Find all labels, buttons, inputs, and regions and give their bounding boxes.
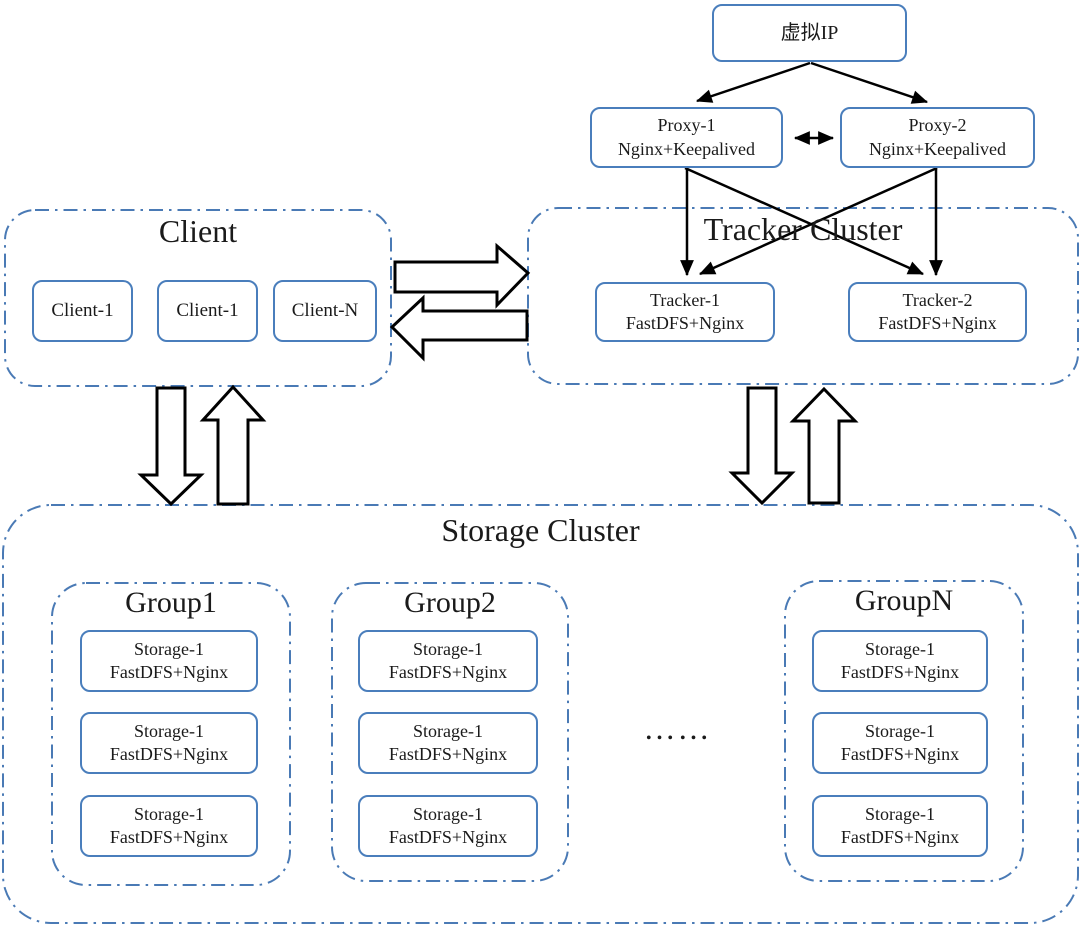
group-2-title: Group2 [404,586,496,619]
client-to-storage-down-block-arrow [137,386,205,507]
storage-name: Storage-1 [865,803,935,824]
storage-stack: FastDFS+Nginx [388,744,508,764]
storage-name: Storage-1 [413,803,483,824]
vip-to-proxy1-arrow [695,61,811,103]
storage-cluster-title: Storage Cluster [441,512,640,548]
group2-storage-1-node: Storage-1 FastDFS+Nginx [358,630,538,692]
group1-storage-1-node: Storage-1 FastDFS+Nginx [80,630,258,692]
tracker-cluster-title: Tracker Cluster [703,211,903,247]
proxy-2-node: Proxy-2 Nginx+Keepalived [840,107,1035,168]
proxy1-to-tracker2-arrow [684,166,924,276]
storage-stack: FastDFS+Nginx [109,662,229,682]
tracker-1-node: Tracker-1 FastDFS+Nginx [595,282,775,342]
storage-stack: FastDFS+Nginx [388,827,508,847]
client-n-label: Client-N [291,299,359,321]
storage-name: Storage-1 [134,638,204,659]
client-cluster-title: Client [158,213,238,249]
group2-storage-3-node: Storage-1 FastDFS+Nginx [358,795,538,857]
storage-stack: FastDFS+Nginx [109,744,229,764]
storage-name: Storage-1 [865,720,935,741]
groupN-storage-1-node: Storage-1 FastDFS+Nginx [812,630,988,692]
storage-to-client-up-block-arrow [199,384,267,506]
storage-name: Storage-1 [413,638,483,659]
proxy-2-stack: Nginx+Keepalived [868,138,1007,159]
groupN-outline [784,580,1024,882]
proxy2-to-tracker1-arrow [699,166,938,276]
storage-stack: FastDFS+Nginx [109,827,229,847]
storage-name: Storage-1 [134,803,204,824]
group1-storage-2-node: Storage-1 FastDFS+Nginx [80,712,258,774]
storage-name: Storage-1 [413,720,483,741]
storage-name: Storage-1 [865,638,935,659]
tracker-2-name: Tracker-2 [902,289,973,310]
client-cluster-outline [4,209,392,387]
client-2-label: Client-1 [176,299,239,321]
proxy-2-name: Proxy-2 [908,115,967,136]
proxy-1-stack: Nginx+Keepalived [617,138,756,159]
client-to-tracker-block-arrow [393,242,531,309]
group-1-title: Group1 [125,586,217,619]
groupN-storage-3-node: Storage-1 FastDFS+Nginx [812,795,988,857]
proxy-1-name: Proxy-1 [657,115,716,136]
storage-name: Storage-1 [134,720,204,741]
tracker-to-client-block-arrow [389,294,529,362]
tracker-2-node: Tracker-2 FastDFS+Nginx [848,282,1027,342]
group1-storage-3-node: Storage-1 FastDFS+Nginx [80,795,258,857]
tracker-1-name: Tracker-1 [650,289,720,310]
tracker-to-storage-down-block-arrow [728,386,796,506]
proxy-1-node: Proxy-1 Nginx+Keepalived [590,107,783,168]
tracker-2-stack: FastDFS+Nginx [878,313,997,333]
groupN-storage-2-node: Storage-1 FastDFS+Nginx [812,712,988,774]
client-n-node: Client-N [273,280,377,342]
tracker-cluster-outline [527,207,1079,385]
vip-to-proxy2-arrow [810,61,929,104]
storage-to-tracker-up-block-arrow [789,386,859,505]
storage-stack: FastDFS+Nginx [388,662,508,682]
storage-stack: FastDFS+Nginx [840,827,960,847]
virtual-ip-node: 虚拟IP [712,4,907,62]
storage-stack: FastDFS+Nginx [840,744,960,764]
client-1-label: Client-1 [51,299,114,321]
storage-stack: FastDFS+Nginx [840,662,960,682]
client-2-node: Client-1 [157,280,258,342]
virtual-ip-label: 虚拟IP [780,22,839,44]
group-n-title: GroupN [854,584,954,617]
storage-cluster-outline [2,504,1079,924]
group2-storage-2-node: Storage-1 FastDFS+Nginx [358,712,538,774]
groups-ellipsis: …… [643,710,712,746]
tracker-1-stack: FastDFS+Nginx [625,313,745,333]
client-1-node: Client-1 [32,280,133,342]
